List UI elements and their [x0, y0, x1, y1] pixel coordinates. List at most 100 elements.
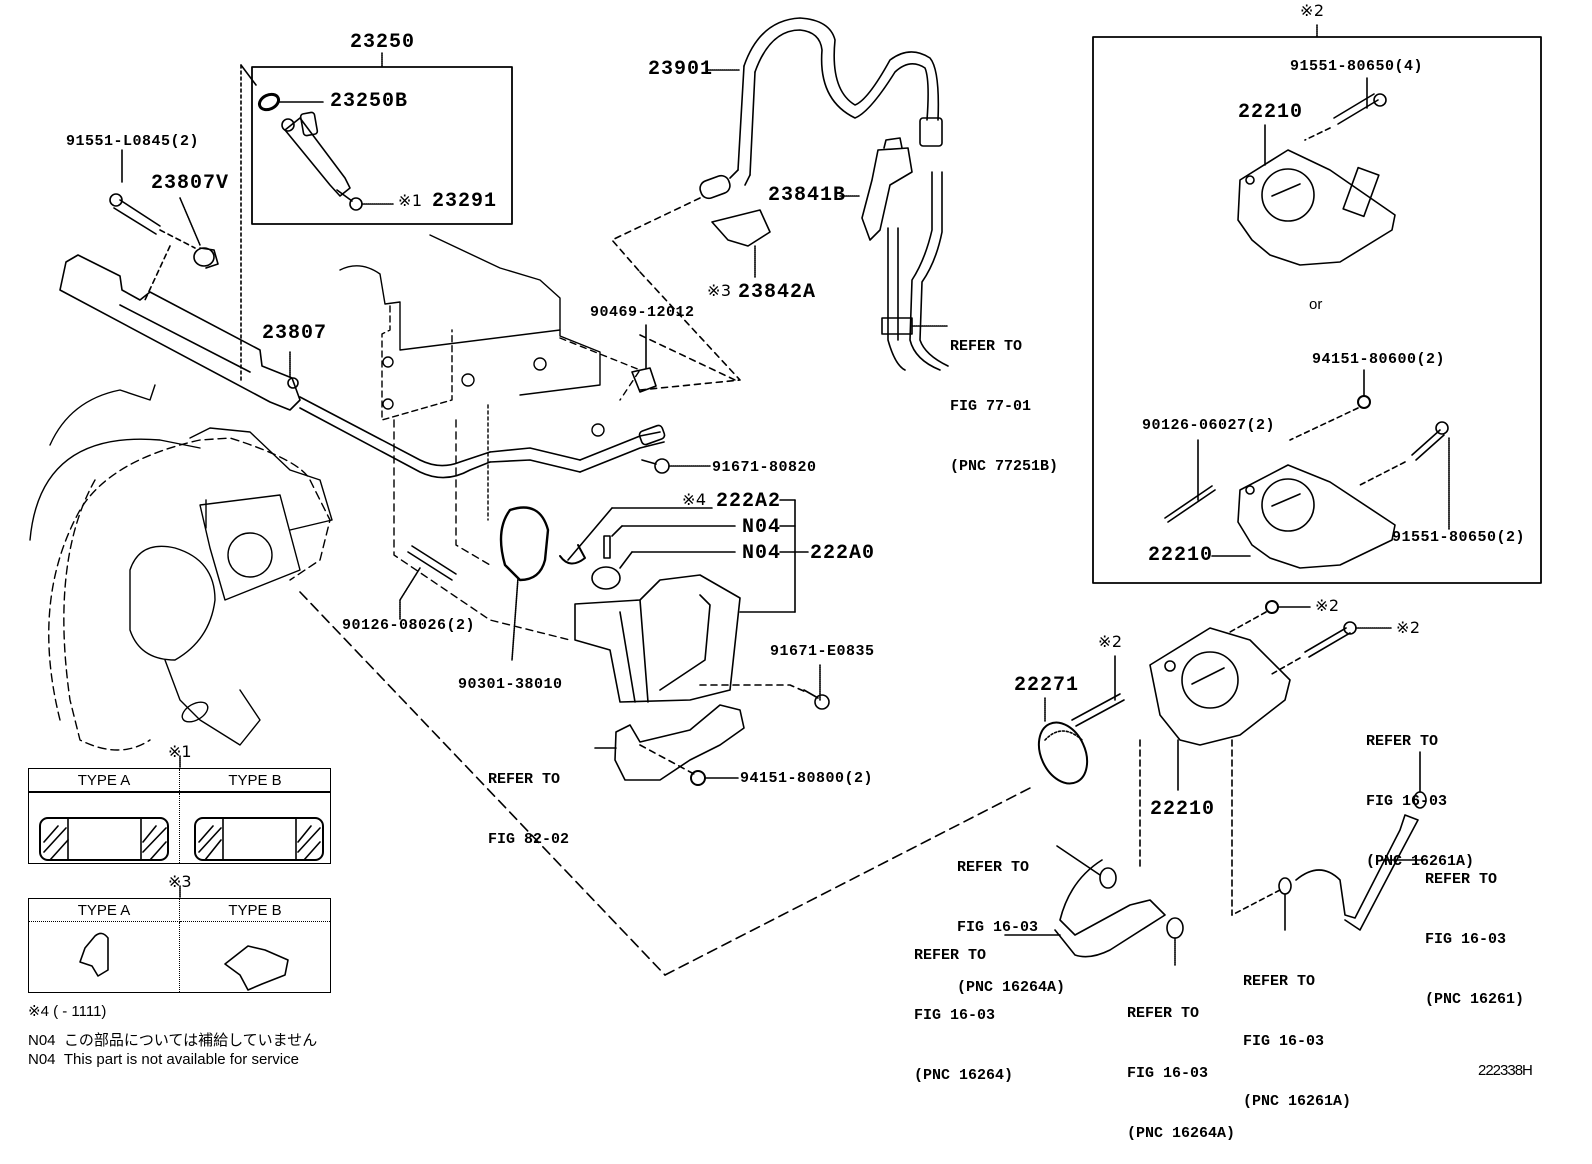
- n04-code: N04: [28, 1032, 56, 1049]
- callout-23250: 23250: [350, 31, 416, 54]
- cylinder-head-outline: [339, 234, 641, 641]
- refer-to-fig-16-03-pnc-16261: REFER TO FIG 16-03 (PNC 16261): [1425, 830, 1524, 1030]
- refer-line: REFER TO: [488, 771, 561, 788]
- refer-line: (PNC 16264): [914, 1067, 1014, 1084]
- throttle-body-options-box: [1092, 24, 1542, 584]
- callout-23291: 23291: [432, 190, 498, 213]
- callout-94151-80600: 94151-80600(2): [1312, 351, 1446, 368]
- inset-box-mark: ※2: [1300, 1, 1325, 20]
- refer-to-fig-82-02: REFER TO FIG 82-02: [488, 730, 569, 870]
- callout-91551-80650-4: 91551-80650(4): [1290, 58, 1424, 75]
- legend-1-type-a-image: [28, 791, 180, 864]
- callout-22210-main: 22210: [1150, 798, 1216, 821]
- callout-23807: 23807: [262, 322, 328, 345]
- intake-manifold-outline: [29, 384, 333, 751]
- refer-line: FIG 16-03: [1127, 1065, 1209, 1082]
- bracket-fig-82-02: [594, 704, 745, 781]
- callout-N04-pin: N04: [742, 516, 782, 539]
- legend-3-type-a: TYPE A: [28, 898, 180, 922]
- refer-to-fig-16-03-pnc-16261A-top: REFER TO FIG 16-03 (PNC 16261A): [1366, 692, 1474, 892]
- callout-90469-12012: 90469-12012: [590, 304, 695, 321]
- callout-90301-38010: 90301-38010: [458, 676, 563, 693]
- legend-3-type-a-image: [28, 921, 180, 993]
- callout-23901: 23901: [648, 58, 714, 81]
- legend-table-1: TYPE A TYPE B: [28, 768, 331, 864]
- fuel-injector: [281, 111, 394, 211]
- or-label: or: [1309, 296, 1323, 313]
- n04-japanese-text: この部品については補給していません: [63, 1032, 318, 1049]
- legend-1-type-b-image: [179, 791, 331, 864]
- note-mark-1: ※1: [398, 191, 423, 210]
- o-ring-23250B: [257, 92, 324, 112]
- refer-line: FIG 16-03: [1425, 931, 1507, 948]
- legend-1-type-a: TYPE A: [28, 768, 180, 793]
- callout-91671-80820: 91671-80820: [712, 459, 817, 476]
- throttle-body-22210-option-1: [1237, 77, 1396, 266]
- legend-3-type-b: TYPE B: [179, 898, 331, 922]
- clamp-23842A: [711, 209, 771, 279]
- note-mark-2-stud: ※2: [1098, 632, 1123, 651]
- throttle-body-22210-option-2: [1164, 369, 1450, 569]
- callout-N04-gear: N04: [742, 542, 782, 565]
- injector-assembly-box: [240, 52, 513, 381]
- gasket-22271: [1037, 697, 1089, 785]
- refer-line: REFER TO: [1127, 1005, 1200, 1022]
- legend-3-type-b-image: [179, 921, 331, 993]
- refer-to-fig-16-03-pnc-16264: REFER TO FIG 16-03 (PNC 16264): [914, 906, 1013, 1106]
- legend-1-mark: ※1: [168, 742, 192, 761]
- callout-222A0: 222A0: [810, 542, 876, 565]
- callout-23807V: 23807V: [151, 172, 230, 195]
- callout-23250B: 23250B: [330, 90, 409, 113]
- nut-94151-80800: [639, 744, 739, 786]
- vacuum-tube: [881, 171, 949, 371]
- refer-line: REFER TO: [1366, 733, 1439, 750]
- stud-90126-08026: [399, 545, 457, 621]
- legend-3-mark: ※3: [168, 872, 192, 891]
- hose-clip-90469-12012: [631, 324, 736, 393]
- refer-line: (PNC 16261): [1425, 991, 1525, 1008]
- refer-line: FIG 16-03: [957, 919, 1039, 936]
- callout-91671-E0835: 91671-E0835: [770, 643, 875, 660]
- refer-line: REFER TO: [1243, 973, 1316, 990]
- hose-connector-23841B: [839, 137, 913, 241]
- throttle-position-sensor-parts: [559, 507, 736, 590]
- callout-91551-80650-2: 91551-80650(2): [1392, 529, 1526, 546]
- note-mark-4: ※4: [682, 490, 707, 509]
- note-mark-2-nut: ※2: [1315, 596, 1340, 615]
- refer-line: REFER TO: [914, 947, 987, 964]
- note-4-serial-range: ※4 ( - 1111): [28, 1003, 107, 1020]
- callout-90126-06027: 90126-06027(2): [1142, 417, 1276, 434]
- water-hose-16261: [1231, 751, 1427, 931]
- refer-line: (PNC 16261A): [1366, 853, 1475, 870]
- callout-90126-08026: 90126-08026(2): [342, 617, 476, 634]
- n04-code: N04: [28, 1051, 56, 1068]
- figure-id: 222338H: [1478, 1062, 1533, 1079]
- callout-23842A: 23842A: [738, 281, 817, 304]
- hose-dashed-guide: [611, 197, 741, 391]
- refer-to-fig-16-03-pnc-16264A-top: REFER TO FIG 16-03 (PNC 16264A): [957, 818, 1065, 1018]
- refer-line: FIG 82-02: [488, 831, 570, 848]
- fuel-hose-23901: [699, 17, 943, 200]
- refer-to-fig-77-01: REFER TO FIG 77-01 (PNC 77251B): [950, 297, 1058, 497]
- refer-line: FIG 16-03: [914, 1007, 996, 1024]
- callout-22210-option-2: 22210: [1148, 544, 1214, 567]
- refer-line: (PNC 16261A): [1243, 1093, 1352, 1110]
- refer-line: FIG 77-01: [950, 398, 1032, 415]
- fuel-delivery-pipe-23807: [59, 254, 666, 479]
- callout-91551-L0845: 91551-L0845(2): [66, 133, 200, 150]
- refer-to-fig-16-03-pnc-16261A-bottom: REFER TO FIG 16-03 (PNC 16261A): [1243, 932, 1351, 1132]
- throttle-body-22210-main: [1071, 600, 1393, 916]
- bolt-91671-E0835: [699, 664, 830, 710]
- note-mark-2-bolt: ※2: [1396, 618, 1421, 637]
- cushion-23807V: [179, 197, 219, 269]
- n04-english-text: This part is not available for service: [63, 1051, 299, 1068]
- n04-note-english: N04 This part is not available for servi…: [28, 1051, 299, 1068]
- refer-to-fig-16-03-pnc-16264A-bottom: REFER TO FIG 16-03 (PNC 16264A): [1127, 964, 1235, 1164]
- parts-diagram-canvas: [29, 17, 1542, 991]
- gasket-90301-38010: [499, 506, 550, 661]
- refer-line: (PNC 77251B): [950, 458, 1059, 475]
- note-mark-3: ※3: [707, 281, 732, 300]
- callout-222A2: 222A2: [716, 490, 782, 513]
- long-dashed-guide: [299, 591, 666, 976]
- screw-91671-80820: [641, 458, 711, 474]
